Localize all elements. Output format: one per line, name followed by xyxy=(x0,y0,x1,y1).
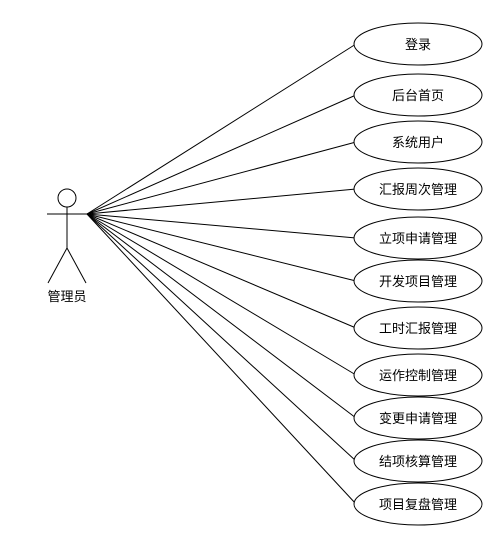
association-line xyxy=(86,188,357,215)
use-case-label: 工时汇报管理 xyxy=(379,322,457,337)
use-case: 工时汇报管理 xyxy=(353,306,483,350)
association-line xyxy=(86,213,357,505)
use-case: 立项申请管理 xyxy=(353,216,483,260)
use-case-ellipse xyxy=(353,216,483,260)
use-case-label: 后台首页 xyxy=(392,89,444,104)
use-case-ellipse xyxy=(353,22,483,66)
use-case-label: 结项核算管理 xyxy=(379,455,457,470)
use-case-ellipse xyxy=(353,439,483,483)
use-case-label: 汇报周次管理 xyxy=(379,182,457,198)
association-line xyxy=(86,213,357,239)
use-case-ellipse xyxy=(353,73,483,117)
actor-admin: 管理员 xyxy=(47,188,87,305)
association-line xyxy=(86,213,357,329)
use-case: 后台首页 xyxy=(353,73,483,117)
use-case-label: 系统用户 xyxy=(392,135,444,151)
association-line xyxy=(86,43,357,215)
use-case: 变更申请管理 xyxy=(353,396,483,440)
use-case-label: 变更申请管理 xyxy=(379,411,457,427)
use-case-label: 开发项目管理 xyxy=(379,274,457,290)
association-line xyxy=(86,213,357,282)
actor-left-leg xyxy=(47,247,68,284)
use-case: 开发项目管理 xyxy=(353,259,483,303)
use-case-ellipse xyxy=(353,396,483,440)
use-case: 系统用户 xyxy=(353,120,483,164)
use-case: 汇报周次管理 xyxy=(353,167,483,211)
association-line xyxy=(86,213,357,419)
association-line xyxy=(86,213,357,462)
use-case-label: 登录 xyxy=(405,38,431,53)
use-case-list: 登录后台首页系统用户汇报周次管理立项申请管理开发项目管理工时汇报管理运作控制管理… xyxy=(353,22,483,526)
use-case: 项目复盘管理 xyxy=(353,482,483,526)
use-case: 结项核算管理 xyxy=(353,439,483,483)
use-case-ellipse xyxy=(353,259,483,303)
use-case-ellipse xyxy=(353,306,483,350)
actor-label: 管理员 xyxy=(47,290,86,305)
actor-right-leg xyxy=(66,247,87,284)
use-case: 运作控制管理 xyxy=(353,353,483,397)
use-case-ellipse xyxy=(353,167,483,211)
use-case-ellipse xyxy=(353,353,483,397)
use-case-ellipse xyxy=(353,482,483,526)
use-case-label: 运作控制管理 xyxy=(379,369,457,384)
use-case: 登录 xyxy=(353,22,483,66)
association-lines xyxy=(86,43,357,505)
use-case-label: 立项申请管理 xyxy=(379,232,457,247)
association-line xyxy=(86,94,357,215)
actor-head xyxy=(57,188,77,208)
association-line xyxy=(86,141,357,215)
association-line xyxy=(86,213,357,376)
use-case-ellipse xyxy=(353,120,483,164)
use-case-label: 项目复盘管理 xyxy=(379,497,457,513)
